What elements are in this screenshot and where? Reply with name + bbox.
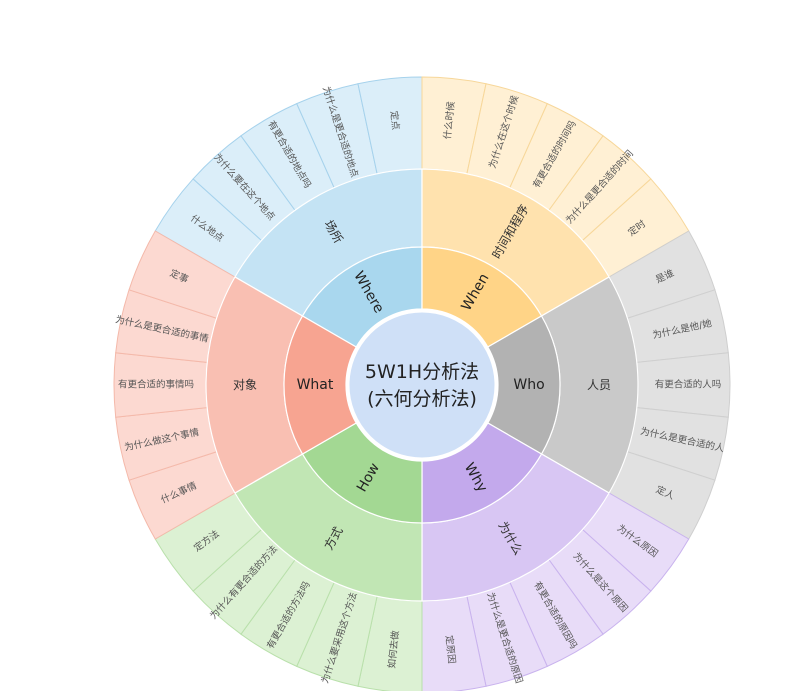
mid-label-what: 对象 <box>233 378 257 392</box>
outer-label-when: 什么时候 <box>441 100 457 140</box>
outer-label-how: 如何去做 <box>386 629 402 669</box>
outer-label-where: 定点 <box>388 110 402 131</box>
sunburst-rings <box>113 76 731 691</box>
center-circle <box>346 309 498 461</box>
inner-label-what: What <box>297 377 334 393</box>
inner-segment-what <box>283 315 358 455</box>
center-title: 5W1H分析法 <box>365 361 479 383</box>
mid-label-who: 人员 <box>587 378 611 392</box>
center-hub: 5W1H分析法 (六何分析法) <box>346 309 498 461</box>
outer-label-what: 有更合适的事情吗 <box>118 379 194 391</box>
outer-label-why: 定原因 <box>443 635 458 665</box>
inner-label-who: Who <box>513 377 544 393</box>
center-subtitle: (六何分析法) <box>367 388 477 410</box>
outer-label-who: 有更合适的人吗 <box>655 379 722 391</box>
